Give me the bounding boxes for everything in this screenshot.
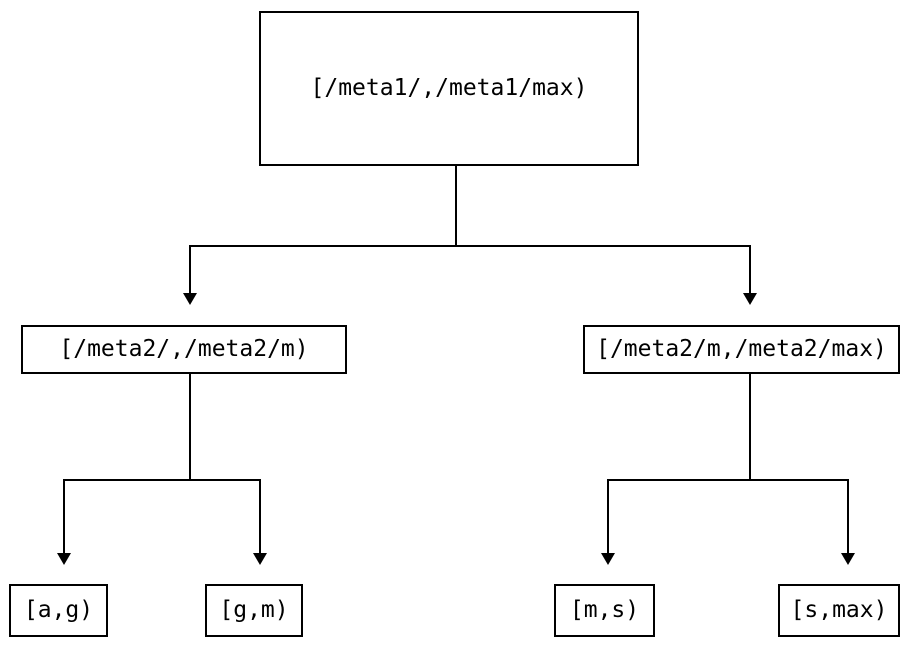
tree-node-leaf-3-label: [m,s) — [569, 597, 640, 623]
tree-node-leaf-4-label: [s,max) — [790, 597, 888, 623]
edge-mid-right-bar — [607, 479, 849, 481]
tree-node-root-label: [/meta1/,/meta1/max) — [310, 75, 588, 101]
tree-node-leaf-1[interactable]: [a,g) — [9, 584, 108, 637]
edge-root-to-mid-right-drop — [749, 245, 751, 293]
arrow-head-leaf-1 — [57, 553, 71, 565]
edge-mid-left-to-leaf2-drop — [259, 479, 261, 553]
tree-node-root[interactable]: [/meta1/,/meta1/max) — [259, 11, 639, 166]
arrow-head-mid-left — [183, 293, 197, 305]
edge-root-to-mid-left-drop — [189, 245, 191, 293]
edge-mid-left-bar — [63, 479, 261, 481]
arrow-head-leaf-3 — [601, 553, 615, 565]
edge-mid-left-stem — [189, 374, 191, 481]
arrow-head-leaf-2 — [253, 553, 267, 565]
tree-node-leaf-2[interactable]: [g,m) — [205, 584, 303, 637]
tree-node-leaf-3[interactable]: [m,s) — [554, 584, 655, 637]
tree-node-mid-right-label: [/meta2/m,/meta2/max) — [596, 336, 887, 362]
arrow-head-leaf-4 — [841, 553, 855, 565]
edge-mid-right-to-leaf3-drop — [607, 479, 609, 553]
tree-node-mid-right[interactable]: [/meta2/m,/meta2/max) — [583, 325, 900, 374]
tree-node-leaf-4[interactable]: [s,max) — [778, 584, 900, 637]
edge-mid-left-to-leaf1-drop — [63, 479, 65, 553]
edge-root-bar — [189, 245, 751, 247]
arrow-head-mid-right — [743, 293, 757, 305]
tree-node-leaf-1-label: [a,g) — [23, 597, 94, 623]
edge-root-stem — [455, 166, 457, 247]
tree-node-leaf-2-label: [g,m) — [219, 597, 289, 623]
edge-mid-right-to-leaf4-drop — [847, 479, 849, 553]
edge-mid-right-stem — [749, 374, 751, 481]
tree-node-mid-left-label: [/meta2/,/meta2/m) — [59, 336, 309, 362]
tree-node-mid-left[interactable]: [/meta2/,/meta2/m) — [21, 325, 347, 374]
